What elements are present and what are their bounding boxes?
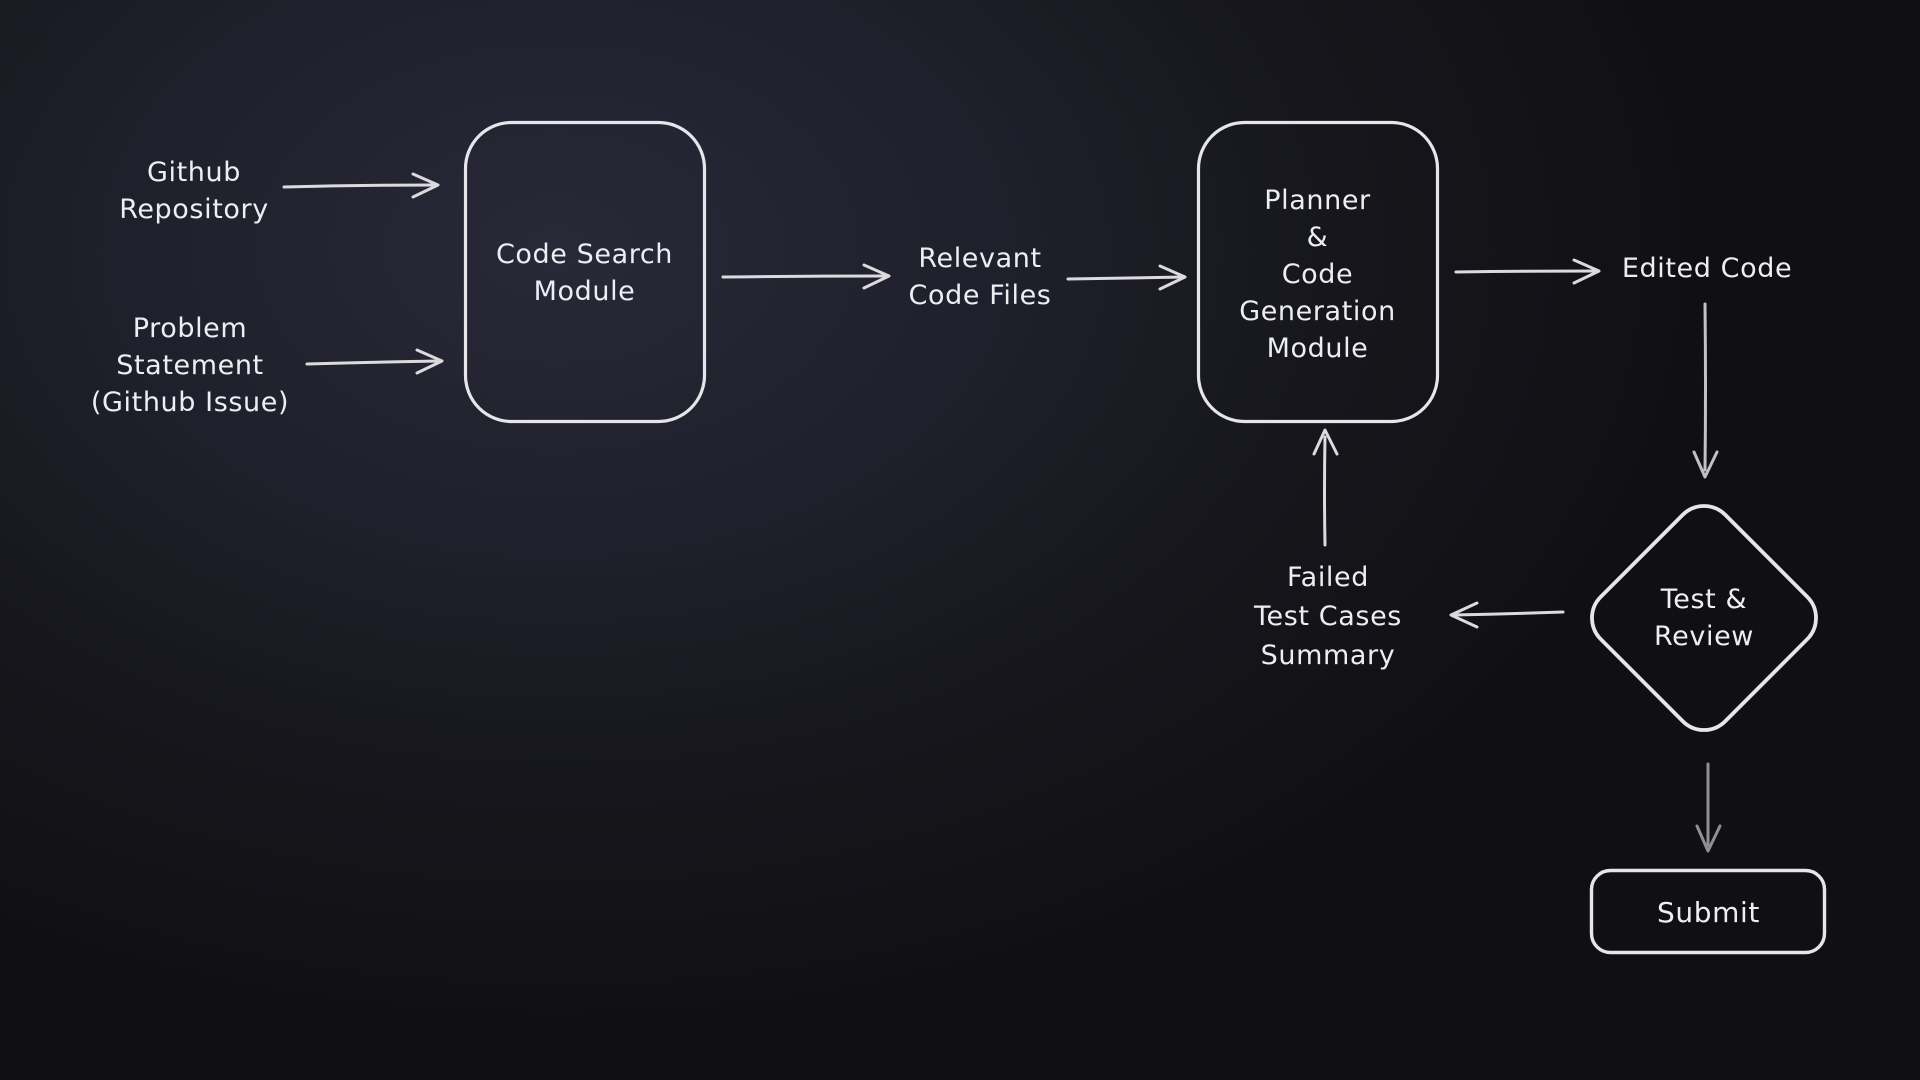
label-line: Module: [533, 276, 636, 307]
label-line: Problem: [132, 313, 248, 344]
arrow-failed-test-cases-to-planner: [1312, 428, 1339, 547]
label-line: Submit: [1657, 896, 1760, 929]
label-line: Generation: [1239, 296, 1396, 327]
label-line: Code Files: [908, 280, 1052, 311]
label-line: (Github Issue): [90, 387, 290, 418]
arrow-code-search-to-relevant-code-files: [721, 263, 891, 290]
node-label-code-search-module: Code Search Module: [465, 236, 704, 310]
label-line: Test Cases: [1254, 601, 1402, 632]
node-label-planner-code-generation-module: Planner & Code Generation Module: [1198, 182, 1437, 367]
label-edited-code: Edited Code: [1557, 250, 1857, 287]
label-line: Edited Code: [1621, 253, 1793, 284]
label-relevant-code-files: Relevant Code Files: [830, 240, 1130, 314]
arrow-test-review-to-failed-test-cases: [1449, 601, 1565, 629]
label-line: Code: [1281, 259, 1354, 290]
label-line: Test &: [1660, 584, 1748, 615]
submit-box: [1589, 868, 1827, 955]
node-label-submit: Submit: [1592, 894, 1825, 931]
label-problem-statement: Problem Statement (Github Issue): [40, 310, 340, 421]
label-line: Planner: [1264, 185, 1371, 216]
test-review-diamond: [1590, 504, 1818, 732]
label-line: Statement: [116, 350, 264, 381]
label-line: Review: [1654, 621, 1754, 652]
label-line: Repository: [119, 194, 269, 225]
label-line: Relevant: [918, 243, 1042, 274]
label-failed-test-cases-summary: Failed Test Cases Summary: [1178, 558, 1478, 675]
label-line: Module: [1266, 333, 1369, 364]
label-line: &: [1306, 222, 1329, 253]
arrow-github-repository-to-code-search: [282, 172, 440, 199]
arrow-planner-to-edited-code: [1454, 258, 1601, 285]
arrow-relevant-code-files-to-planner: [1066, 264, 1187, 291]
node-label-test-review: Test & Review: [1554, 581, 1854, 655]
label-line: Github: [147, 157, 241, 188]
label-line: Summary: [1260, 640, 1396, 671]
planner-code-generation-module-box: [1196, 120, 1440, 424]
arrow-test-review-to-submit: [1695, 762, 1722, 853]
label-github-repository: Github Repository: [44, 154, 344, 228]
code-search-module-box: [463, 120, 707, 424]
arrow-problem-statement-to-code-search: [305, 348, 444, 375]
arrow-edited-code-to-test-review: [1692, 302, 1719, 479]
label-line: Failed: [1287, 562, 1369, 593]
label-line: Code Search: [495, 239, 674, 270]
